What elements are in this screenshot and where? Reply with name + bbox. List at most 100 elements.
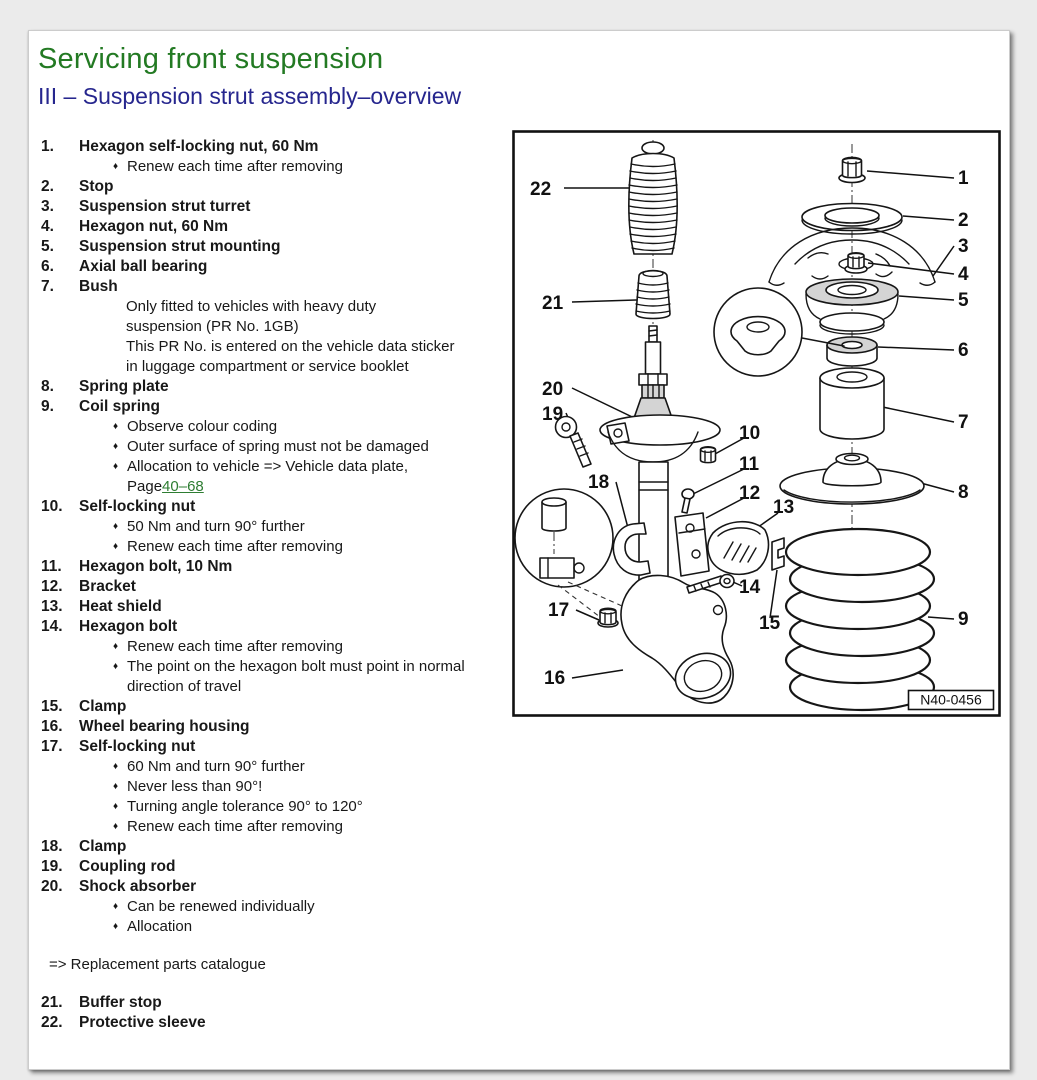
diamond-bullet-icon: ♦: [113, 421, 119, 432]
list-item: 20.Shock absorber♦Can be renewed individ…: [41, 877, 511, 937]
item-bullet: ♦ 60 Nm and turn 90° further: [41, 757, 511, 777]
bullet-text: Allocation to vehicle => Vehicle data pl…: [127, 457, 467, 497]
list-item: 1. Hexagon self-locking nut, 60 Nm ♦Renew …: [41, 137, 511, 177]
callout-15: 15: [759, 613, 781, 634]
callout-19: 19: [542, 404, 563, 425]
item-label: Hexagon bolt: [79, 618, 178, 635]
item-number: 11.: [41, 558, 62, 575]
item-label: Clamp: [79, 698, 127, 715]
catalogue-reference: => Replacement parts catalogue: [49, 956, 266, 973]
bullet-text: Observe colour coding: [127, 418, 278, 435]
callout-8: 8: [958, 482, 969, 503]
item-label: Spring plate: [79, 378, 169, 395]
callout-3: 3: [958, 236, 969, 257]
callout-9: 9: [958, 609, 969, 630]
callout-11: 11: [739, 454, 760, 475]
item-label: Protective sleeve: [79, 1014, 206, 1031]
diamond-bullet-icon: ♦: [113, 761, 119, 772]
list-item: 18.Clamp: [41, 837, 511, 857]
item-number: 1.: [41, 138, 54, 155]
item-label: Clamp: [79, 838, 127, 855]
parts-list: 1. Hexagon self-locking nut, 60 Nm ♦Renew …: [41, 137, 511, 1033]
item-number: 15.: [41, 698, 63, 715]
callout-14: 14: [739, 577, 761, 598]
list-item: 11.Hexagon bolt, 10 Nm: [41, 557, 511, 577]
list-item: 5.Suspension strut mounting: [41, 237, 511, 257]
item-bullet: ♦Renew each time after removing: [41, 157, 511, 177]
callout-17: 17: [548, 600, 569, 621]
item-bullet: ♦Renew each time after removing: [41, 637, 511, 657]
item-number: 8.: [41, 378, 54, 395]
item-bullet: ♦Can be renewed individually: [41, 897, 511, 917]
callout-18: 18: [588, 472, 609, 493]
callout-6: 6: [958, 340, 969, 361]
callout-16: 16: [544, 668, 565, 689]
diamond-bullet-icon: ♦: [113, 781, 119, 792]
clamp-part: [612, 522, 651, 576]
item-number: 22.: [41, 1014, 63, 1031]
item-number: 4.: [41, 218, 54, 235]
list-item: 13.Heat shield: [41, 597, 511, 617]
item-bullet: ♦ Allocation to vehicle => Vehicle data p…: [41, 457, 511, 497]
figure-code-box: N40-0456: [907, 689, 995, 711]
list-item: 21.Buffer stop: [41, 993, 511, 1013]
item-label: Shock absorber: [79, 878, 197, 895]
item-number: 14.: [41, 618, 63, 635]
diamond-bullet-icon: ♦: [113, 461, 119, 472]
axial-ball-bearing-part: [826, 336, 878, 367]
item-number: 17.: [41, 738, 63, 755]
bullet-text: Turning angle tolerance 90° to 120°: [127, 798, 363, 815]
diamond-bullet-icon: ♦: [113, 801, 119, 812]
list-item: 17.Self-locking nut♦60 Nm and turn 90° f…: [41, 737, 511, 837]
coupling-rod-part: [554, 415, 592, 468]
item-number: 2.: [41, 178, 54, 195]
list-item: 8. Spring plate: [41, 377, 511, 397]
list-item: 3. Suspension strut turret: [41, 197, 511, 217]
protective-sleeve-part: [628, 141, 678, 255]
item-note: Only fitted to vehicles with heavy duty …: [126, 298, 377, 335]
self-locking-nut-upper-part: [699, 446, 717, 464]
strut-mounting-part: [805, 278, 899, 335]
item-number: 19.: [41, 858, 63, 875]
wheel-bearing-housing-part: [620, 574, 734, 704]
item-number: 3.: [41, 198, 54, 215]
coil-spring-part: [784, 527, 936, 712]
callout-13: 13: [773, 497, 794, 518]
callout-1: 1: [958, 168, 969, 189]
list-item: 14. Hexagon bolt ♦Renew each time after re…: [41, 617, 511, 697]
item-number: 6.: [41, 258, 54, 275]
item-label: Coupling rod: [79, 858, 176, 875]
item-number: 16.: [41, 718, 63, 735]
document-page: Servicing front suspension III – Suspens…: [28, 30, 1010, 1070]
callout-numbers: 1 2 3 4 5 6 7 8 9 10 11 12 13 14 15 16 1…: [530, 168, 969, 689]
callout-22: 22: [530, 179, 551, 200]
item-bullet: ♦Outer surface of spring must not be dam…: [41, 437, 511, 457]
item-label: Bracket: [79, 578, 136, 595]
item-bullet: ♦ Observe colour coding: [41, 417, 511, 437]
heat-shield-part: [707, 520, 770, 576]
item-number: 9.: [41, 398, 54, 415]
item-label: Suspension strut turret: [79, 198, 251, 215]
figure-code: N40-0456: [920, 692, 982, 708]
callout-20: 20: [542, 379, 563, 400]
bullet-text: 60 Nm and turn 90° further: [127, 758, 305, 775]
item-bullet: ♦Renew each time after removing: [41, 537, 511, 557]
item-label: Stop: [79, 178, 114, 195]
hexagon-self-locking-nut-part: [838, 156, 866, 184]
item-bullet: ♦Allocation: [41, 917, 511, 937]
bracket-part: [674, 512, 710, 577]
hexagon-bolt-part: [686, 573, 735, 594]
item-bullet: ♦The point on the hexagon bolt must poin…: [41, 657, 511, 697]
list-item: 22. Protective sleeve: [41, 1013, 511, 1033]
item-label: Hexagon self-locking nut, 60 Nm: [79, 138, 319, 155]
item-number: 13.: [41, 598, 63, 615]
item-label: Axial ball bearing: [79, 258, 208, 275]
list-item: 4.Hexagon nut, 60 Nm: [41, 217, 511, 237]
hexagon-nut-part: [844, 251, 868, 274]
page-link[interactable]: 40–68: [162, 478, 204, 495]
item-bullet: ♦50 Nm and turn 90° further: [41, 517, 511, 537]
spring-plate-part: [779, 452, 925, 505]
list-item: 19. Coupling rod: [41, 857, 511, 877]
